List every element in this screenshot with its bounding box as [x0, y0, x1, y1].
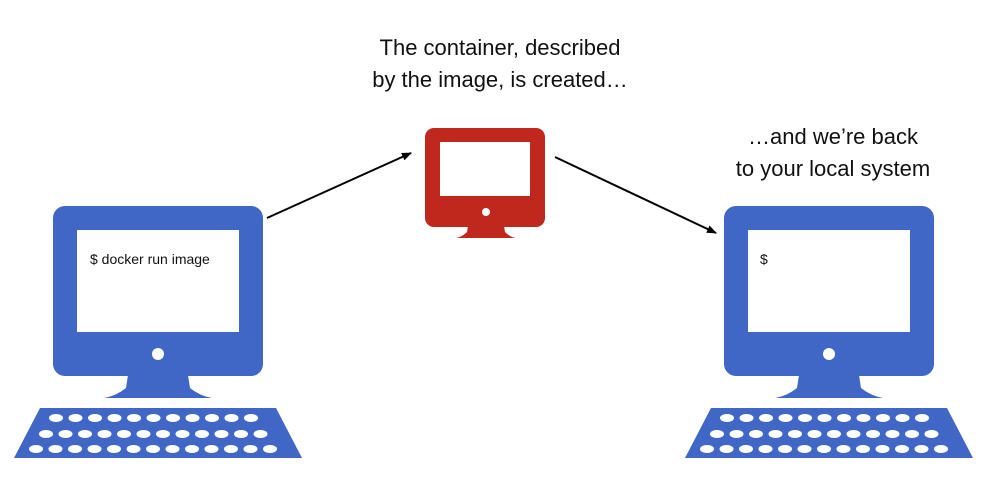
keyboard-key: [788, 430, 802, 438]
keyboard-key: [846, 430, 861, 438]
keyboard-key: [778, 445, 792, 453]
keyboard-key: [895, 445, 909, 453]
keyboard-key: [797, 445, 812, 453]
keyboard-key: [914, 445, 929, 453]
keyboard-key: [58, 430, 73, 438]
keyboard-key: [905, 430, 919, 438]
keyboard-key: [875, 445, 890, 453]
keyboard-icon: [14, 408, 302, 458]
keyboard-key: [126, 445, 141, 453]
power-button-icon: [152, 348, 164, 360]
terminal-command-text: $ docker run image: [90, 251, 210, 267]
caption-line: to your local system: [735, 156, 931, 181]
local-computer-right: [685, 206, 973, 458]
keyboard-key: [243, 445, 258, 453]
keyboard-key: [866, 430, 880, 438]
arrow-back-to-local: [554, 156, 717, 234]
keyboard-key: [87, 445, 102, 453]
terminal-screen-right: [748, 230, 910, 332]
power-button-icon: [482, 208, 490, 216]
monitor-stand-container: [456, 226, 516, 238]
keyboard-key: [817, 414, 832, 422]
keyboard-key: [856, 445, 870, 453]
terminal-prompt-text: $: [760, 251, 768, 267]
keyboard-key: [807, 430, 822, 438]
keyboard-key: [39, 430, 53, 438]
monitor-stand-left: [104, 375, 212, 398]
keyboard-key: [837, 414, 851, 422]
caption-line: by the image, is created…: [372, 67, 628, 92]
keyboard-key: [719, 445, 734, 453]
keyboard-key: [729, 430, 744, 438]
keyboard-key: [185, 414, 200, 422]
keyboard-key: [97, 430, 112, 438]
keyboard-key: [768, 430, 783, 438]
keyboard-key: [175, 430, 190, 438]
keyboard-key: [68, 414, 83, 422]
keyboard-key: [204, 445, 219, 453]
keyboard-key: [29, 445, 43, 453]
keyboard-key: [856, 414, 871, 422]
keyboard-key: [88, 414, 102, 422]
keyboard-key: [107, 414, 122, 422]
keyboard-key: [68, 445, 82, 453]
keyboard-key: [817, 445, 831, 453]
caption-container-created: The container, described by the image, i…: [320, 32, 680, 96]
keyboard-key: [146, 414, 161, 422]
keyboard-key: [876, 414, 890, 422]
keyboard-key: [710, 430, 724, 438]
keyboard-key: [205, 414, 219, 422]
keyboard-key: [758, 445, 773, 453]
keyboard-key: [749, 430, 763, 438]
terminal-screen-left: [77, 230, 239, 332]
keyboard-icon: [685, 408, 973, 458]
keyboard-key: [146, 445, 160, 453]
caption-line: The container, described: [379, 35, 621, 60]
keyboard-key: [915, 414, 929, 422]
keyboard-key: [78, 430, 92, 438]
keyboard-key: [224, 445, 238, 453]
keyboard-key: [836, 445, 851, 453]
keyboard-key: [895, 414, 910, 422]
keyboard-key: [165, 445, 180, 453]
keyboard-key: [195, 430, 209, 438]
keyboard-key: [107, 445, 121, 453]
container-screen: [440, 142, 530, 196]
keyboard-key: [778, 414, 793, 422]
keyboard-key: [827, 430, 841, 438]
caption-line: …and we’re back: [748, 124, 918, 149]
caption-back-to-local: …and we’re back to your local system: [688, 121, 978, 185]
keyboard-key: [739, 445, 753, 453]
keyboard-key: [700, 445, 714, 453]
keyboard-key: [156, 430, 170, 438]
power-button-icon: [823, 348, 835, 360]
local-computer-left: [14, 206, 302, 458]
keyboard-key: [263, 445, 277, 453]
keyboard-key: [234, 430, 248, 438]
keyboard-key: [224, 414, 239, 422]
keyboard-key: [185, 445, 199, 453]
keyboard-key: [759, 414, 773, 422]
container-computer: [425, 128, 545, 238]
keyboard-key: [48, 445, 63, 453]
keyboard-key: [127, 414, 141, 422]
keyboard-key: [720, 414, 734, 422]
keyboard-key: [934, 445, 948, 453]
keyboard-key: [253, 430, 268, 438]
keyboard-key: [798, 414, 812, 422]
keyboard-key: [244, 414, 258, 422]
keyboard-key: [924, 430, 939, 438]
keyboard-key: [214, 430, 229, 438]
keyboard-key: [885, 430, 900, 438]
arrow-to-container: [266, 152, 412, 219]
keyboard-key: [49, 414, 63, 422]
monitor-stand-right: [775, 375, 883, 398]
keyboard-key: [166, 414, 180, 422]
keyboard-key: [117, 430, 131, 438]
keyboard-key: [739, 414, 754, 422]
keyboard-key: [136, 430, 151, 438]
